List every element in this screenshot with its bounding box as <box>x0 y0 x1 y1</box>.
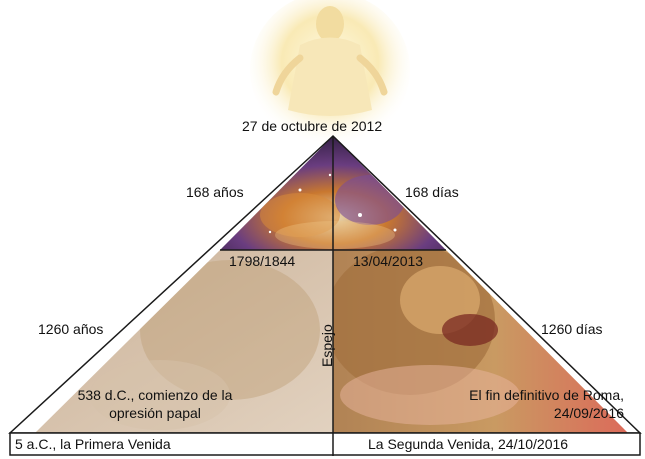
lower-right-duration-label: 1260 días <box>541 321 603 337</box>
christ-figure-icon <box>250 0 410 148</box>
base-right-label: La Segunda Venida, 24/10/2016 <box>368 436 569 452</box>
base-bar <box>9 432 641 456</box>
apex-date-label: 27 de octubre de 2012 <box>242 118 383 134</box>
base-left-label: 5 a.C., la Primera Venida <box>15 436 171 452</box>
upper-right-duration-label: 168 días <box>405 184 459 200</box>
lower-left-duration-label: 1260 años <box>38 321 104 337</box>
upper-left-date-label: 1798/1844 <box>229 253 296 269</box>
lower-left-event-label: 538 d.C., comienzo de la opresión papal <box>77 387 233 421</box>
upper-left-duration-label: 168 años <box>186 184 244 200</box>
mirror-axis-label: Espejo <box>319 324 335 367</box>
lower-right-event-label: El fin definitivo de Roma, 24/09/2016 <box>469 387 624 421</box>
upper-right-date-label: 13/04/2013 <box>353 253 424 269</box>
